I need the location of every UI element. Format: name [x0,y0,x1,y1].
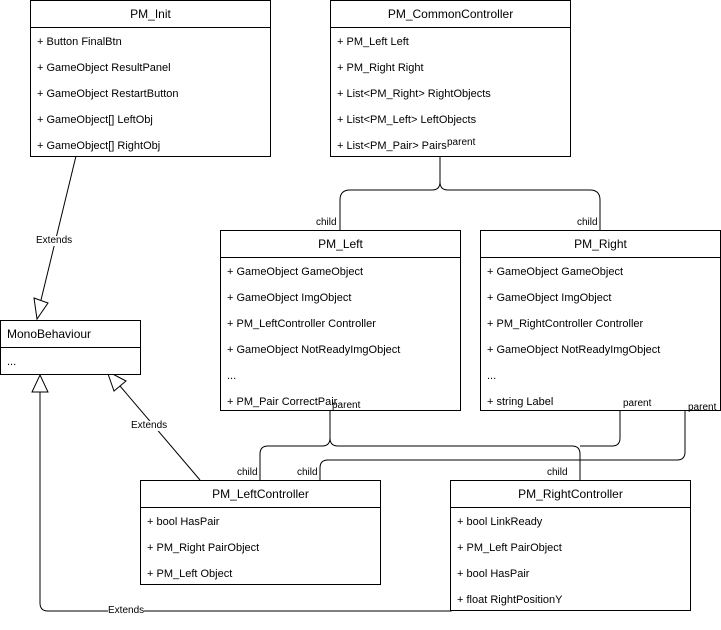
class-attribute: + PM_Pair CorrectPair [227,396,338,408]
edge-left-rightctrl [329,437,581,480]
class-monobehaviour[interactable]: MonoBehaviour ... [0,320,141,375]
class-title: PM_Right [481,231,720,258]
class-attribute: + List<PM_Right> RightObjects [337,88,491,100]
edge-label-child: child [316,217,337,228]
edge-right-rightctrl [580,410,621,447]
edge-label-parent: parent [332,400,361,411]
class-title: PM_Left [221,231,460,258]
class-attribute: + PM_Right Right [337,62,424,74]
class-attribute: ... [487,370,497,382]
class-attribute: + PM_RightController Controller [487,318,644,330]
class-title: PM_RightController [451,481,690,508]
arrowhead-init [33,297,49,321]
class-title: PM_CommonController [331,1,570,28]
class-attribute: + List<PM_Left> LeftObjects [337,114,477,126]
class-attribute: + List<PM_Pair> Pairs [337,140,447,152]
class-attribute: + GameObject NotReadyImgObject [227,344,401,356]
edge-common-left [339,156,441,230]
edge-label-parent: parent [623,398,652,409]
edge-label-parent: parent [447,137,476,148]
class-attribute: + Button FinalBtn [37,36,122,48]
edge-label-child: child [297,467,318,478]
class-attribute: + string Label [487,396,554,408]
arrowhead-rightctrl [31,373,49,393]
class-attribute: + float RightPositionY [457,594,563,606]
class-attribute: + GameObject RestartButton [37,88,179,100]
edge-right-leftctrl [319,410,686,480]
class-attribute: + GameObject ImgObject [227,292,352,304]
edge-label-child: child [577,217,598,228]
class-attribute: + GameObject ResultPanel [37,62,171,74]
edge-label-extends: Extends [36,235,73,246]
class-attribute: + PM_Left PairObject [457,542,562,554]
class-attribute: + bool HasPair [147,516,220,528]
class-attribute: + bool HasPair [457,568,530,580]
class-attribute: + GameObject GameObject [487,266,624,278]
class-attribute: + PM_Left Left [337,36,409,48]
edge-init-extends [40,155,77,301]
edge-label-extends: Extends [131,420,168,431]
class-attribute: ... [7,356,17,368]
class-attribute: + PM_Left Object [147,568,233,580]
edge-label-parent: parent [688,402,717,413]
class-pm-init[interactable]: PM_Init + Button FinalBtn + GameObject R… [30,0,271,157]
class-pm-left[interactable]: PM_Left + GameObject GameObject + GameOb… [220,230,461,411]
class-attribute: + GameObject[] RightObj [37,140,161,152]
class-pm-leftcontroller[interactable]: PM_LeftController + bool HasPair + PM_Ri… [140,480,381,585]
class-pm-right[interactable]: PM_Right + GameObject GameObject + GameO… [480,230,721,411]
class-pm-commoncontroller[interactable]: PM_CommonController + PM_Left Left + PM_… [330,0,571,157]
edge-leftctrl-extends [119,385,201,481]
class-attribute: + PM_LeftController Controller [227,318,376,330]
class-attribute: + PM_Right PairObject [147,542,260,554]
class-attribute: + GameObject GameObject [227,266,364,278]
edge-common-right [439,181,601,230]
edge-rightctrl-extends [39,392,452,612]
class-title: PM_Init [31,1,270,28]
edge-label-child: child [237,467,258,478]
edge-label-child: child [547,467,568,478]
class-attribute: + GameObject NotReadyImgObject [487,344,661,356]
class-title: PM_LeftController [141,481,380,508]
class-attribute: + GameObject[] LeftObj [37,114,153,126]
arrowhead-leftctrl [106,369,127,392]
class-title: MonoBehaviour [1,321,140,348]
class-attribute: ... [227,370,237,382]
class-attribute: + bool LinkReady [457,516,543,528]
edge-left-leftctrl [259,410,331,480]
class-attribute: + GameObject ImgObject [487,292,612,304]
edge-label-extends: Extends [108,605,145,616]
class-pm-rightcontroller[interactable]: PM_RightController + bool LinkReady + PM… [450,480,691,611]
